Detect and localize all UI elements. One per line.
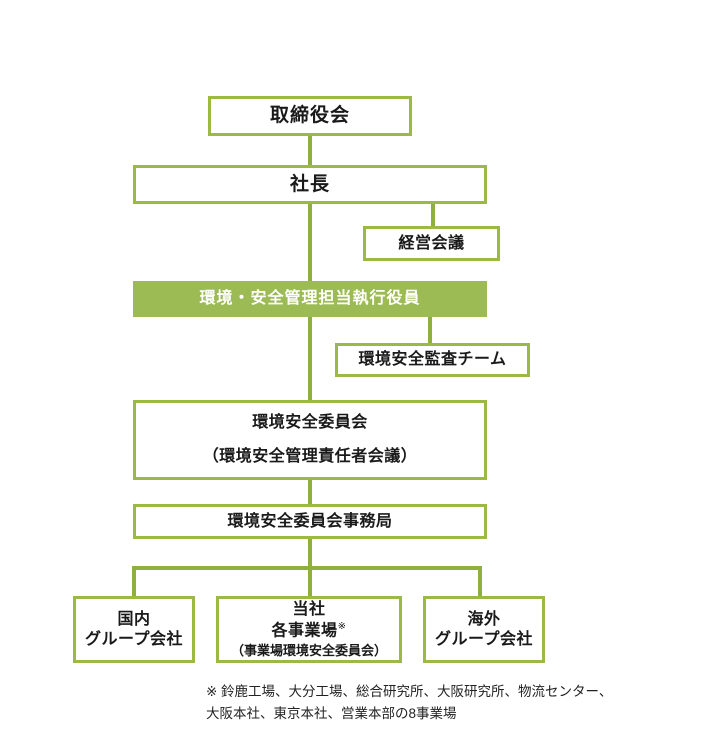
- node-board-of-directors: 取締役会: [208, 96, 412, 136]
- node-board-label: 取締役会: [269, 105, 350, 127]
- node-president: 社長: [133, 165, 487, 204]
- node-domestic-group-companies: 国内 グループ会社: [73, 596, 195, 663]
- connector-bus-to-domestic: [132, 566, 136, 597]
- node-committee-label-primary: 環境安全委員会: [252, 414, 368, 431]
- connector-president-to-mgmt-meeting: [431, 203, 435, 227]
- footnote-line-2: 大阪本社、東京本社、営業本部の8事業場: [206, 706, 457, 722]
- connector-exec-to-audit-team: [428, 316, 432, 344]
- node-overseas-group-companies: 海外 グループ会社: [423, 596, 545, 663]
- node-sites-label-line3: （事業場環境安全委員会）: [230, 642, 387, 658]
- node-domestic-label-line1: 国内: [117, 610, 151, 628]
- node-audit-team: 環境安全監査チーム: [335, 343, 530, 377]
- node-overseas-label-line2: グループ会社: [434, 630, 534, 648]
- footnote: ※ 鈴鹿工場、大分工場、総合研究所、大阪研究所、物流センター、 大阪本社、東京本…: [206, 681, 706, 726]
- node-domestic-label-line2: グループ会社: [84, 630, 184, 648]
- node-secretariat-label: 環境安全委員会事務局: [227, 512, 393, 530]
- node-overseas-label-line1: 海外: [467, 610, 501, 628]
- node-company-sites: 当社 各事業場※ （事業場環境安全委員会）: [216, 596, 402, 663]
- connector-committee-to-secretariat: [308, 479, 312, 505]
- node-executive-officer-label: 環境・安全管理担当執行役員: [199, 290, 421, 307]
- node-management-meeting-label: 経営会議: [398, 234, 465, 252]
- connector-bottom-horizontal-bus: [132, 566, 482, 570]
- node-sites-label-line2: 各事業場※: [272, 620, 347, 642]
- footnote-line-1: ※ 鈴鹿工場、大分工場、総合研究所、大阪研究所、物流センター、: [206, 684, 613, 699]
- node-president-label: 社長: [289, 173, 330, 195]
- node-sites-label-line2-text: 各事業場: [271, 622, 338, 640]
- connector-board-to-president: [308, 135, 312, 166]
- connector-exec-to-committee: [308, 316, 312, 401]
- node-sites-label-line1: 当社: [292, 600, 326, 618]
- footnote-marker-icon: ※: [337, 621, 347, 633]
- node-management-meeting: 経営会議: [363, 226, 500, 261]
- node-committee-secretariat: 環境安全委員会事務局: [133, 504, 487, 539]
- connector-bus-to-sites: [308, 566, 312, 597]
- node-audit-team-label: 環境安全監査チーム: [358, 351, 507, 368]
- node-executive-officer: 環境・安全管理担当執行役員: [133, 281, 487, 317]
- connector-secretariat-down: [308, 538, 312, 568]
- node-committee-label-secondary: （環境安全管理責任者会議）: [202, 448, 418, 465]
- connector-president-to-exec: [308, 203, 312, 282]
- node-environmental-safety-committee: 環境安全委員会 （環境安全管理責任者会議）: [133, 400, 487, 480]
- connector-bus-to-overseas: [478, 566, 482, 597]
